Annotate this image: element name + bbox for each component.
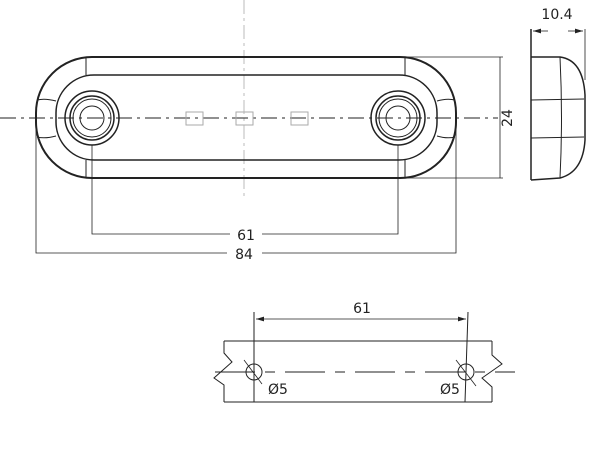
top-view	[0, 0, 503, 254]
led-markers	[185, 111, 309, 126]
dim-height-label: 24	[500, 109, 516, 127]
mount-hole-spacing-label: 61	[353, 301, 371, 317]
dim-depth-label: 10.4	[541, 7, 572, 23]
dim-length-label: 84	[235, 247, 253, 263]
mounting-view	[213, 311, 515, 403]
side-view	[530, 28, 586, 181]
mounting-hole-right	[370, 90, 426, 146]
inner-lens	[55, 74, 438, 161]
hole-left-diameter-label: Ø5	[268, 382, 288, 398]
hole-right-diameter-label: Ø5	[440, 382, 460, 398]
dim-hole-spacing-label: 61	[237, 228, 255, 244]
outer-body	[35, 56, 457, 179]
